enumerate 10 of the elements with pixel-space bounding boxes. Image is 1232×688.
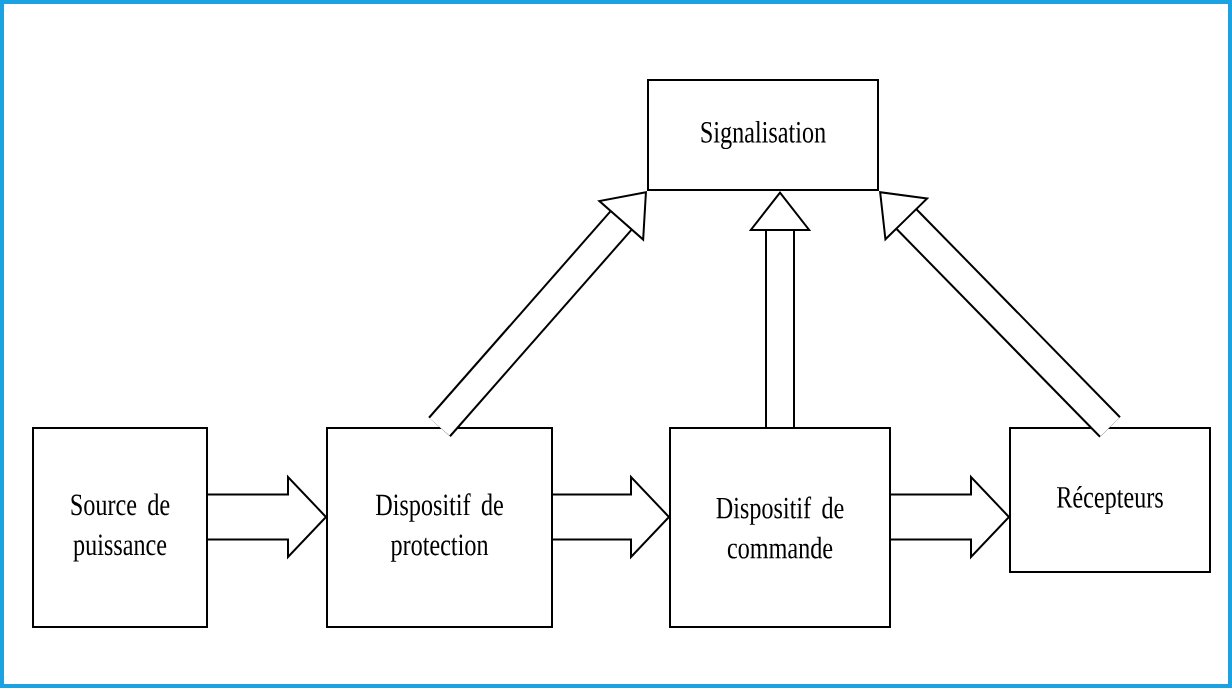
hollow-arrow [428,191,647,437]
process-box: Récepteurs [1009,427,1211,573]
process-box: Source de puissance [32,427,208,628]
process-box: Signalisation [647,79,879,191]
hollow-arrow [879,191,1121,438]
process-box: Dispositif de commande [669,427,891,628]
process-box: Dispositif de protection [326,427,553,628]
hollow-arrow [890,474,1011,560]
hollow-arrow [207,474,328,560]
hollow-arrow [552,474,671,560]
